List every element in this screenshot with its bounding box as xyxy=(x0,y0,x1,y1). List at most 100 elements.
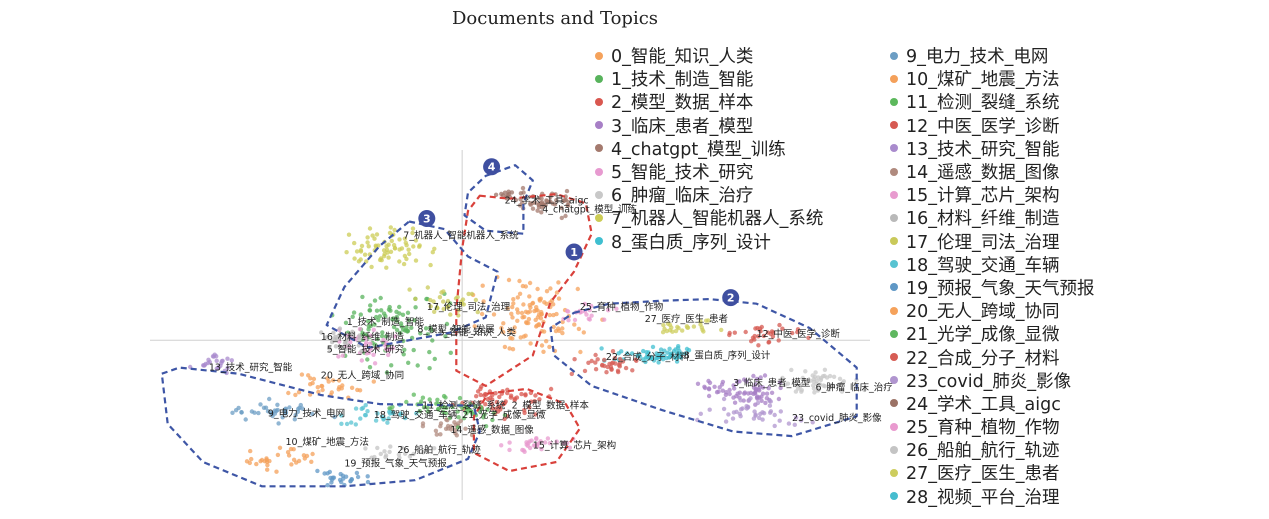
group-badge-3 xyxy=(418,209,436,227)
scatter-point-topic-20 xyxy=(299,372,305,377)
scatter-point-topic-14 xyxy=(420,424,426,429)
scatter-point-topic-18 xyxy=(363,403,368,408)
scatter-point-topic-0 xyxy=(510,315,515,320)
scatter-point-topic-14 xyxy=(453,431,458,436)
scatter-point-topic-1 xyxy=(394,314,399,320)
scatter-point-topic-26 xyxy=(411,451,416,457)
group-badge-4 xyxy=(483,158,501,176)
scatter-point-topic-15 xyxy=(507,447,512,453)
scatter-point-topic-17 xyxy=(437,295,443,300)
scatter-point-topic-19 xyxy=(330,475,335,480)
scatter-point-topic-25 xyxy=(566,318,571,323)
plot-topic-label: 13_技术_研究_智能 xyxy=(209,362,293,374)
scatter-point-topic-9 xyxy=(243,417,248,422)
scatter-point-topic-23 xyxy=(748,396,753,401)
scatter-point-topic-9 xyxy=(300,406,305,411)
scatter-point-topic-13 xyxy=(225,365,230,371)
plot-topic-label: 3_临床_患者_模型 xyxy=(733,377,811,389)
scatter-point-topic-10 xyxy=(277,445,283,450)
scatter-point-topic-3 xyxy=(731,395,736,400)
scatter-point-topic-18 xyxy=(339,413,344,418)
scatter-point-topic-15 xyxy=(545,436,551,441)
scatter-point-topic-26 xyxy=(407,454,413,459)
scatter-point-topic-9 xyxy=(265,409,271,414)
scatter-point-topic-28 xyxy=(673,355,678,361)
scatter-point-topic-23 xyxy=(793,415,799,420)
scatter-point-topic-8 xyxy=(650,344,656,350)
legend-item: 7_机器人_智能机器人_系统 xyxy=(595,206,823,229)
scatter-point-topic-6 xyxy=(799,389,804,394)
scatter-point-topic-17 xyxy=(407,287,412,292)
scatter-point-topic-1 xyxy=(406,360,411,365)
scatter-point-topic-27 xyxy=(698,319,703,324)
scatter-point-topic-3 xyxy=(759,398,764,403)
scatter-point-topic-6 xyxy=(793,389,799,394)
scatter-point-topic-7 xyxy=(388,249,394,254)
scatter-point-topic-1 xyxy=(412,318,417,323)
scatter-point-topic-1 xyxy=(380,330,385,335)
scatter-point-topic-3 xyxy=(735,379,740,384)
chart-title: Documents and Topics xyxy=(451,8,659,29)
scatter-point-topic-21 xyxy=(490,417,495,423)
plot-topic-label: 24_学术_工具_aigc xyxy=(505,194,589,206)
plot-topic-label: 1_技术_制造_智能 xyxy=(347,316,425,328)
scatter-point-topic-22 xyxy=(572,357,577,362)
scatter-point-topic-7 xyxy=(382,251,387,257)
plot-topic-label: 16_材料_纤维_制造 xyxy=(321,331,405,343)
scatter-point-topic-2 xyxy=(537,397,542,402)
scatter-point-topic-19 xyxy=(339,479,344,485)
legend-item: 1_技术_制造_智能 xyxy=(595,67,823,90)
scatter-point-topic-7 xyxy=(430,250,435,255)
scatter-point-topic-0 xyxy=(581,330,586,335)
scatter-point-topic-12 xyxy=(732,330,737,335)
scatter-point-topic-0 xyxy=(519,310,525,316)
scatter-point-topic-1 xyxy=(379,333,385,339)
scatter-point-topic-9 xyxy=(230,410,235,415)
scatter-point-topic-7 xyxy=(404,256,409,262)
scatter-point-topic-7 xyxy=(372,236,377,241)
scatter-point-topic-28 xyxy=(667,355,672,360)
scatter-point-topic-1 xyxy=(423,326,429,331)
scatter-point-topic-24 xyxy=(505,193,510,198)
scatter-point-topic-21 xyxy=(461,416,467,421)
scatter-point-topic-8 xyxy=(686,348,692,353)
scatter-point-topic-7 xyxy=(359,243,365,249)
legend-item: 25_育种_植物_作物 xyxy=(890,415,1095,438)
scatter-point-topic-15 xyxy=(507,440,512,445)
scatter-point-topic-1 xyxy=(397,330,403,336)
scatter-point-topic-1 xyxy=(377,314,383,319)
legend-marker xyxy=(890,492,898,501)
scatter-point-topic-20 xyxy=(355,387,360,393)
scatter-point-topic-6 xyxy=(800,375,805,381)
scatter-point-topic-21 xyxy=(473,404,478,409)
scatter-point-topic-4 xyxy=(535,208,540,213)
scatter-point-topic-22 xyxy=(605,364,610,370)
plot-topic-label: 27_医疗_医生_患者 xyxy=(645,313,728,325)
scatter-point-topic-0 xyxy=(506,277,512,283)
scatter-point-topic-0 xyxy=(515,295,520,300)
scatter-point-topic-1 xyxy=(425,332,430,337)
scatter-point-topic-16 xyxy=(333,344,339,349)
scatter-point-topic-8 xyxy=(641,357,646,362)
scatter-point-topic-5 xyxy=(393,334,398,339)
scatter-point-topic-25 xyxy=(565,309,571,314)
scatter-point-topic-22 xyxy=(630,368,635,373)
scatter-point-topic-13 xyxy=(214,366,219,371)
scatter-point-topic-14 xyxy=(438,424,443,429)
scatter-point-topic-2 xyxy=(489,401,495,407)
scatter-point-topic-23 xyxy=(751,416,757,421)
scatter-point-topic-4 xyxy=(530,206,536,211)
scatter-point-topic-0 xyxy=(510,336,515,341)
scatter-point-topic-22 xyxy=(609,366,614,372)
scatter-point-topic-1 xyxy=(384,370,390,375)
scatter-point-topic-5 xyxy=(381,337,386,343)
scatter-point-topic-0 xyxy=(479,311,485,317)
scatter-point-topic-7 xyxy=(354,249,360,254)
scatter-point-topic-10 xyxy=(265,462,270,468)
legend-item: 9_电力_技术_电网 xyxy=(890,44,1095,67)
plot-topic-label: 17_伦理_司法_治理 xyxy=(427,301,511,313)
scatter-point-topic-0 xyxy=(523,309,529,314)
scatter-point-topic-9 xyxy=(298,402,303,408)
scatter-point-topic-26 xyxy=(387,449,392,455)
scatter-point-topic-7 xyxy=(367,226,373,231)
